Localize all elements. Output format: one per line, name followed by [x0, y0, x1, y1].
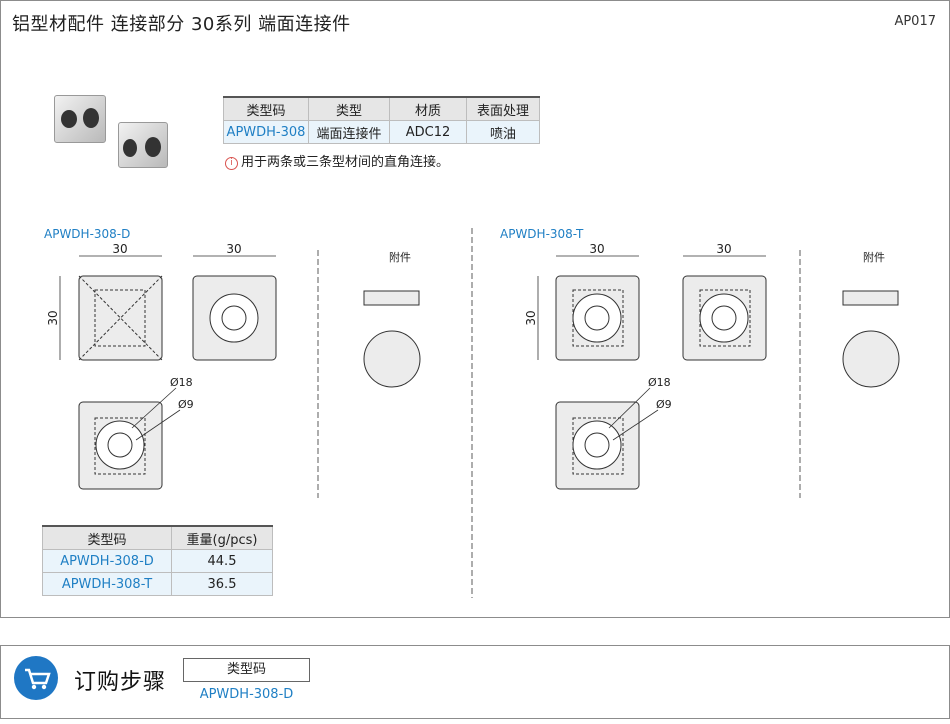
accessory-plug-side-t — [842, 290, 899, 306]
dim-width-t2: 30 — [716, 242, 731, 256]
dim-width-t1: 30 — [589, 242, 604, 256]
dim-d9-d: Ø9 — [178, 398, 194, 411]
weight-code: APWDH-308-D — [42, 549, 172, 573]
product-image-d — [54, 95, 106, 143]
drawing-label-d: APWDH-308-D — [44, 227, 131, 241]
dim-width-d1: 30 — [112, 242, 127, 256]
shopping-cart-icon — [14, 656, 58, 700]
spec-cell: APWDH-308 — [223, 120, 309, 144]
accessory-plug-face-t — [842, 330, 900, 388]
order-type-code-value: APWDH-308-D — [199, 687, 294, 702]
accessory-plug-face — [363, 330, 421, 388]
spec-cell: ADC12 — [389, 120, 467, 144]
product-image-t — [118, 122, 168, 168]
catalog-code: AP017 — [894, 14, 936, 29]
page-title: 铝型材配件 连接部分 30系列 端面连接件 — [12, 14, 351, 35]
usage-note-text: 用于两条或三条型材间的直角连接。 — [241, 155, 450, 170]
weight-value: 44.5 — [171, 549, 273, 573]
drawing-side-view-d — [78, 275, 163, 361]
spec-table: 类型码 类型 材质 表面处理 APWDH-308 端面连接件 ADC12 喷油 — [223, 96, 540, 144]
order-type-code-header: 类型码 — [183, 658, 310, 682]
weight-value: 36.5 — [171, 572, 273, 596]
order-title: 订购步骤 — [74, 670, 167, 695]
dim-height-t: 30 — [524, 310, 538, 325]
dim-d18-d: Ø18 — [170, 376, 193, 389]
weight-code: APWDH-308-T — [42, 572, 172, 596]
drawing-label-t: APWDH-308-T — [500, 227, 584, 241]
weight-header: 类型码 — [42, 525, 172, 550]
dim-height-d: 30 — [46, 310, 60, 325]
weight-header: 重量(g/pcs) — [171, 525, 273, 550]
info-icon: i — [225, 157, 238, 170]
dim-width-d2: 30 — [226, 242, 241, 256]
spec-header: 表面处理 — [466, 96, 540, 121]
spec-cell: 端面连接件 — [308, 120, 390, 144]
dim-d9-t: Ø9 — [656, 398, 672, 411]
accessory-label-t: 附件 — [863, 250, 885, 264]
accessory-plug-side — [363, 290, 420, 306]
dim-d18-t: Ø18 — [648, 376, 671, 389]
accessory-label-d: 附件 — [389, 250, 411, 264]
weight-table: 类型码 重量(g/pcs) APWDH-308-D 44.5 APWDH-308… — [42, 525, 273, 596]
spec-cell: 喷油 — [466, 120, 540, 144]
